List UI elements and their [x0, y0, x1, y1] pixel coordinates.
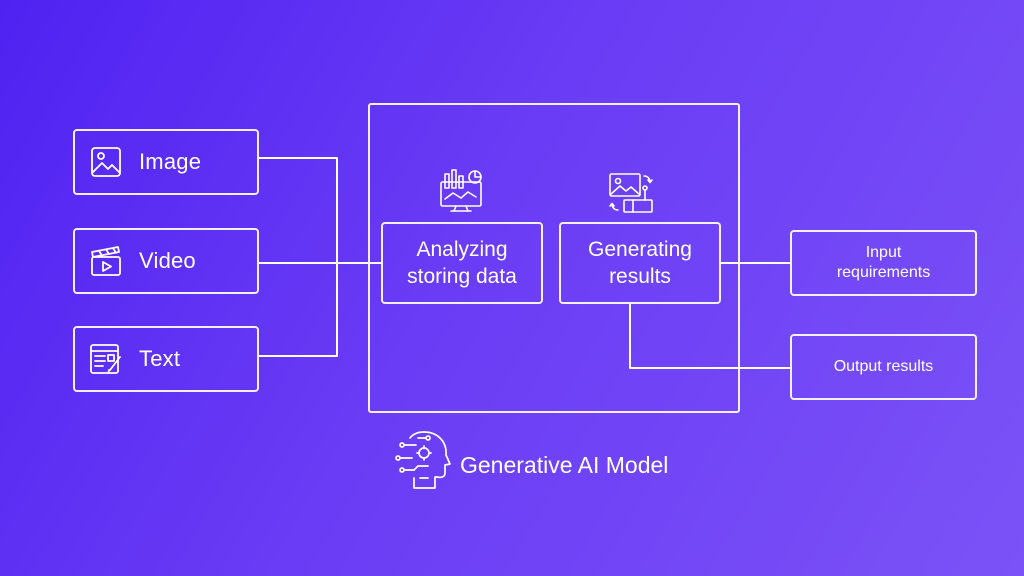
- video-clapper-icon: [91, 246, 121, 276]
- input-label-image: Image: [139, 149, 202, 174]
- analyzing-storing-data-box: Analyzing storing data: [381, 222, 543, 304]
- input-label-video: Video: [139, 248, 196, 273]
- model-frame: [368, 103, 740, 413]
- generation-workflow-icon: [609, 173, 653, 213]
- connector-image: [259, 157, 338, 263]
- generating-results-box: Generating results: [559, 222, 721, 304]
- model-caption: Generative AI Model: [460, 452, 669, 478]
- analytics-monitor-icon: [440, 169, 482, 212]
- ai-head-circuit-icon: [395, 431, 451, 489]
- image-icon: [91, 147, 121, 177]
- output-results-box: Output results: [790, 334, 977, 400]
- generating-results-label: Generating results: [588, 238, 692, 288]
- text-document-icon: [90, 344, 121, 374]
- input-requirements-label: Input requirements: [836, 244, 931, 281]
- input-box-text: Text: [73, 326, 259, 392]
- connector-text: [259, 263, 338, 357]
- output-results-label: Output results: [833, 358, 934, 375]
- input-box-image: Image: [73, 129, 259, 195]
- input-requirements-box: Input requirements: [790, 230, 977, 296]
- input-label-text: Text: [139, 346, 181, 371]
- analyzing-storing-data-label: Analyzing storing data: [407, 238, 517, 288]
- input-box-video: Video: [73, 228, 259, 294]
